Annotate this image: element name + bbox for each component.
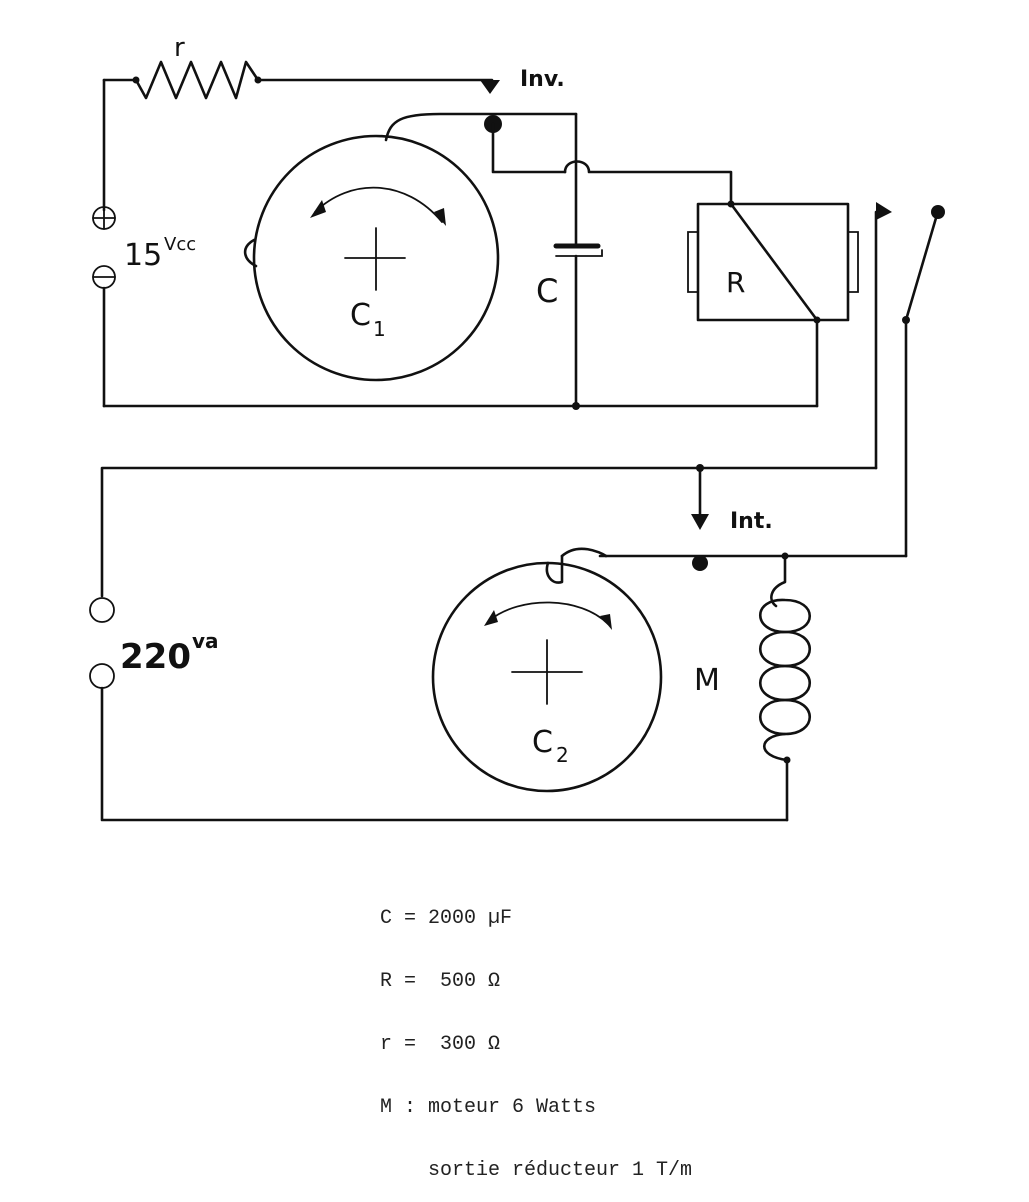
component-legend: C = 2000 µF R = 500 Ω r = 300 Ω M : mote… xyxy=(380,866,692,1202)
label-c2-sub: 2 xyxy=(556,743,569,767)
label-c2: C xyxy=(532,725,553,760)
label-inv: Inv. xyxy=(520,67,565,92)
motor-coil-m xyxy=(758,554,812,822)
label-int: Int. xyxy=(730,509,773,534)
label-r: r xyxy=(174,33,185,63)
resistor-r xyxy=(134,60,260,100)
cam-c2-notch xyxy=(545,554,564,584)
label-c1: C xyxy=(350,298,371,333)
cam-c1-notch xyxy=(243,238,258,268)
legend-line-r-big: R = 500 Ω xyxy=(380,970,501,993)
top-circuit xyxy=(92,60,859,410)
label-rheostat: R xyxy=(726,266,745,299)
capacitor-c xyxy=(553,243,603,408)
label-capacitor: C xyxy=(536,272,558,310)
legend-line-reducer: sortie réducteur 1 T/m xyxy=(380,1159,693,1182)
label-c1-sub: 1 xyxy=(373,317,386,341)
cam-c1-center-cross xyxy=(344,227,406,291)
label-220-unit: va xyxy=(192,629,219,653)
cam-c2-rotation-arrow xyxy=(489,601,609,625)
label-15: 15 xyxy=(124,238,162,273)
inverter-switch xyxy=(874,202,945,558)
legend-line-c: C = 2000 µF xyxy=(380,907,513,930)
cam-c1-rotation-arrow xyxy=(314,186,443,223)
int-contact-arrow xyxy=(691,514,709,530)
cam-c1 xyxy=(252,134,500,382)
label-motor: M xyxy=(694,663,720,698)
legend-line-motor: M : moteur 6 Watts xyxy=(380,1096,597,1119)
legend-line-r-small: r = 300 Ω xyxy=(380,1033,501,1056)
bottom-circuit xyxy=(89,464,908,822)
mains-terminal-1 xyxy=(89,597,115,623)
inv-contact-arrow xyxy=(480,80,500,94)
label-220: 220 xyxy=(120,637,191,677)
cam-c2-center-cross xyxy=(511,639,583,705)
label-15-unit: Vcc xyxy=(164,234,196,255)
rheostat-r xyxy=(687,202,859,322)
mains-terminal-2 xyxy=(89,663,115,689)
circuit-diagram: r Inv. ⊕ 15 Vcc C 1 C R Int. 220 va M C … xyxy=(89,33,945,822)
